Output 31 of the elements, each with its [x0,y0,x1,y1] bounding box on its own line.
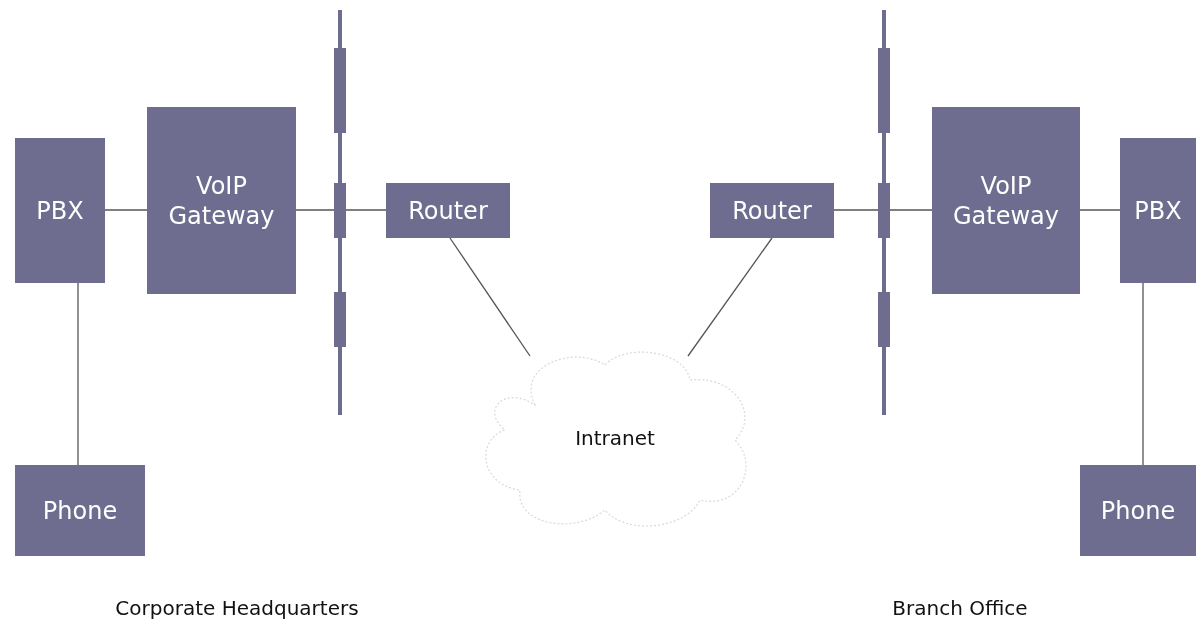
connector-line [1142,282,1144,466]
connector-line [449,237,531,357]
device-box [147,107,296,294]
connector-line [687,237,773,357]
device-label: Router [408,195,488,226]
connector-line [889,209,933,211]
lan-bar-drawing [878,10,890,415]
device-box [1080,465,1196,556]
device-box [710,183,834,238]
device-label: Phone [42,495,118,526]
connector-line [345,209,387,211]
connector-line [77,282,79,466]
device-box [15,465,145,556]
device-label: Phone [1100,495,1176,526]
device-label: Router [732,195,812,226]
device-label: VoIP Gateway [952,170,1060,231]
cloud-label: Intranet [575,425,655,450]
device-label: VoIP Gateway [167,170,276,231]
device-label: PBX [36,195,84,226]
device-box [932,107,1080,294]
connector-line [833,209,879,211]
lan-bar-drawing [334,10,346,415]
connector-line [104,209,148,211]
connector-line [1079,209,1121,211]
device-label: PBX [1134,195,1182,226]
device-box [15,138,105,283]
device-box [386,183,510,238]
device-box [1120,138,1196,283]
site-caption: Corporate Headquarters [115,596,359,620]
site-caption: Branch Office [892,596,1028,620]
connector-line [295,209,335,211]
